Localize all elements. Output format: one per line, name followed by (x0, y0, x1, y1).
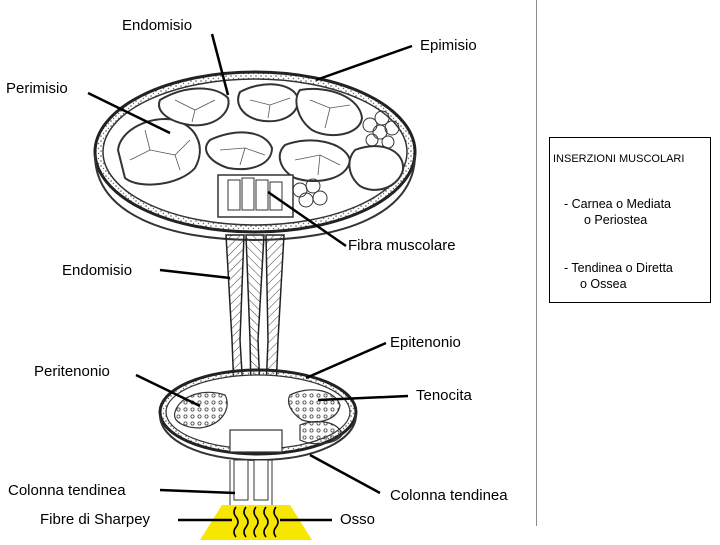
leader-endomisio-top (210, 33, 230, 96)
box-item-tendinea: - Tendinea o Diretta (564, 261, 673, 275)
leader-endomisio-mid (159, 268, 231, 280)
leader-lines (87, 33, 413, 522)
vertical-divider (536, 0, 537, 526)
leader-perimisio (87, 91, 171, 135)
box-item-periostea: o Periostea (584, 213, 648, 227)
label-epitenonio: Epitenonio (390, 334, 461, 351)
box-title: INSERZIONI MUSCOLARI (553, 153, 685, 165)
label-fibra-muscolare: Fibra muscolare (348, 237, 456, 254)
label-osso: Osso (340, 511, 376, 528)
tendon-cross-section (158, 368, 358, 462)
insertion-types-box: INSERZIONI MUSCOLARI - Carnea o Mediata … (549, 137, 711, 303)
label-fibre-sharpey: Fibre di Sharpey (40, 511, 151, 528)
muscle-fiber-bundle (217, 174, 328, 218)
leader-epimisio (315, 44, 413, 82)
leader-colonna-left (159, 488, 236, 495)
leader-tenocita (317, 394, 409, 402)
label-tenocita: Tenocita (416, 387, 472, 404)
label-endomisio-top: Endomisio (122, 17, 193, 34)
leader-colonna-right (309, 453, 381, 495)
muscle-fiber-circles (362, 110, 400, 149)
label-colonna-tendinea-right: Colonna tendinea (390, 487, 508, 504)
leader-peritenonio (135, 373, 201, 408)
label-endomisio-mid: Endomisio (62, 262, 133, 279)
label-colonna-tendinea-left: Colonna tendinea (8, 482, 126, 499)
label-peritenonio: Peritenonio (34, 363, 110, 380)
bone-insertion (200, 505, 312, 540)
label-perimisio: Perimisio (6, 80, 68, 97)
leader-fibra-muscolare (267, 190, 347, 248)
leader-epitenonio (305, 341, 387, 380)
tendon-columns (229, 459, 273, 505)
box-item-ossea: o Ossea (580, 277, 627, 291)
label-epimisio: Epimisio (420, 37, 477, 54)
box-item-carnea: - Carnea o Mediata (564, 197, 672, 211)
muscle-cross-section (93, 70, 417, 242)
